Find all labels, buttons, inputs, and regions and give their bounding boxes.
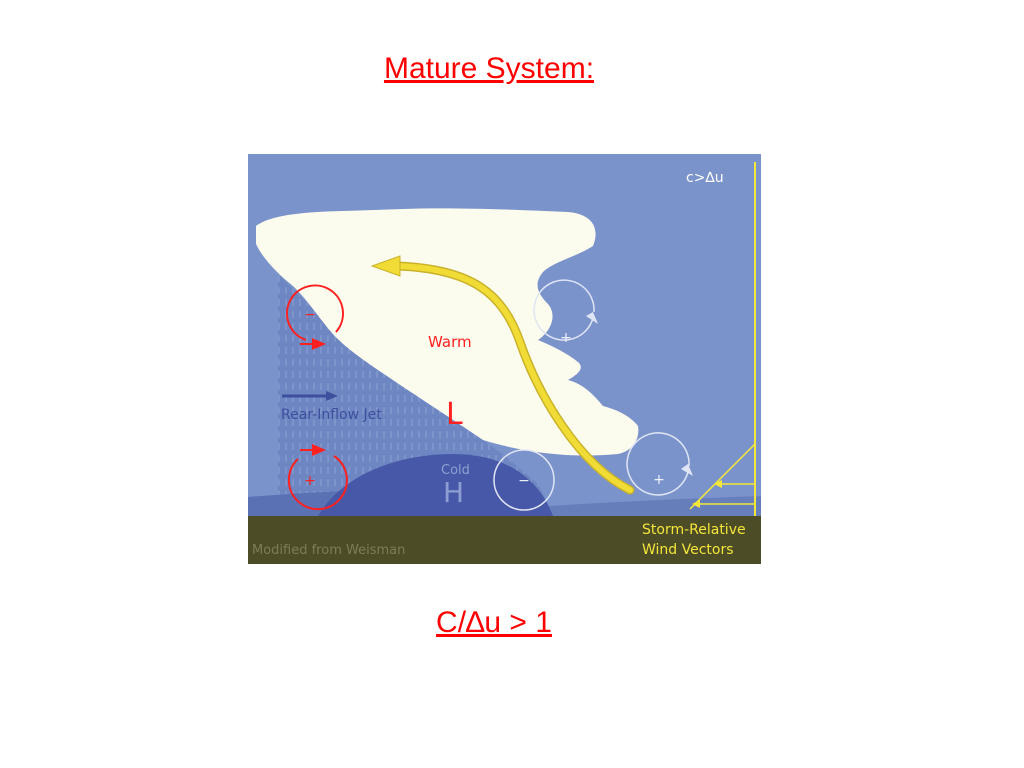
cold-pool bbox=[318, 454, 553, 516]
ground bbox=[248, 516, 761, 564]
rain-streaks bbox=[278, 274, 548, 516]
storm-diagram-canvas: − + + − + Warm L bbox=[248, 154, 761, 564]
vortex-cold-pool-sign: − bbox=[518, 473, 530, 489]
positive-vortex-sign: + bbox=[304, 473, 316, 489]
vortex-lower-right-sign: + bbox=[653, 472, 665, 488]
cold-label: Cold bbox=[441, 463, 470, 478]
wind-vectors bbox=[689, 162, 756, 516]
slide-formula: C/∆u > 1 bbox=[436, 606, 552, 639]
negative-vortex-sign: − bbox=[304, 307, 316, 323]
rear-inflow-jet-arrow bbox=[282, 391, 338, 401]
wind-vectors-label-line1: Storm-Relative bbox=[642, 522, 746, 538]
high-pressure-label: H bbox=[443, 476, 464, 509]
slide-title: Mature System: bbox=[383, 52, 595, 85]
corner-label: c>∆u bbox=[686, 170, 724, 186]
surface-layer-right bbox=[548, 496, 761, 516]
warm-label: Warm bbox=[428, 333, 472, 351]
updraft-flow-arrow-core bbox=[395, 263, 633, 493]
vortex-upper-right: + bbox=[533, 279, 598, 346]
storm-diagram: − + + − + Warm L bbox=[248, 154, 761, 564]
low-pressure-label: L bbox=[446, 397, 463, 432]
vortex-cold-pool: − bbox=[493, 449, 555, 511]
rear-inflow-jet-label: Rear-Inflow Jet bbox=[281, 407, 382, 423]
vortex-lower-right: + bbox=[626, 432, 693, 496]
credit-label: Modified from Weisman bbox=[252, 543, 405, 558]
negative-vortex: − bbox=[285, 284, 344, 350]
vortex-upper-right-sign: + bbox=[560, 330, 572, 346]
positive-vortex: + bbox=[287, 444, 348, 511]
wind-vectors-label-line2: Wind Vectors bbox=[642, 542, 734, 558]
arrowhead-icon bbox=[370, 255, 401, 277]
